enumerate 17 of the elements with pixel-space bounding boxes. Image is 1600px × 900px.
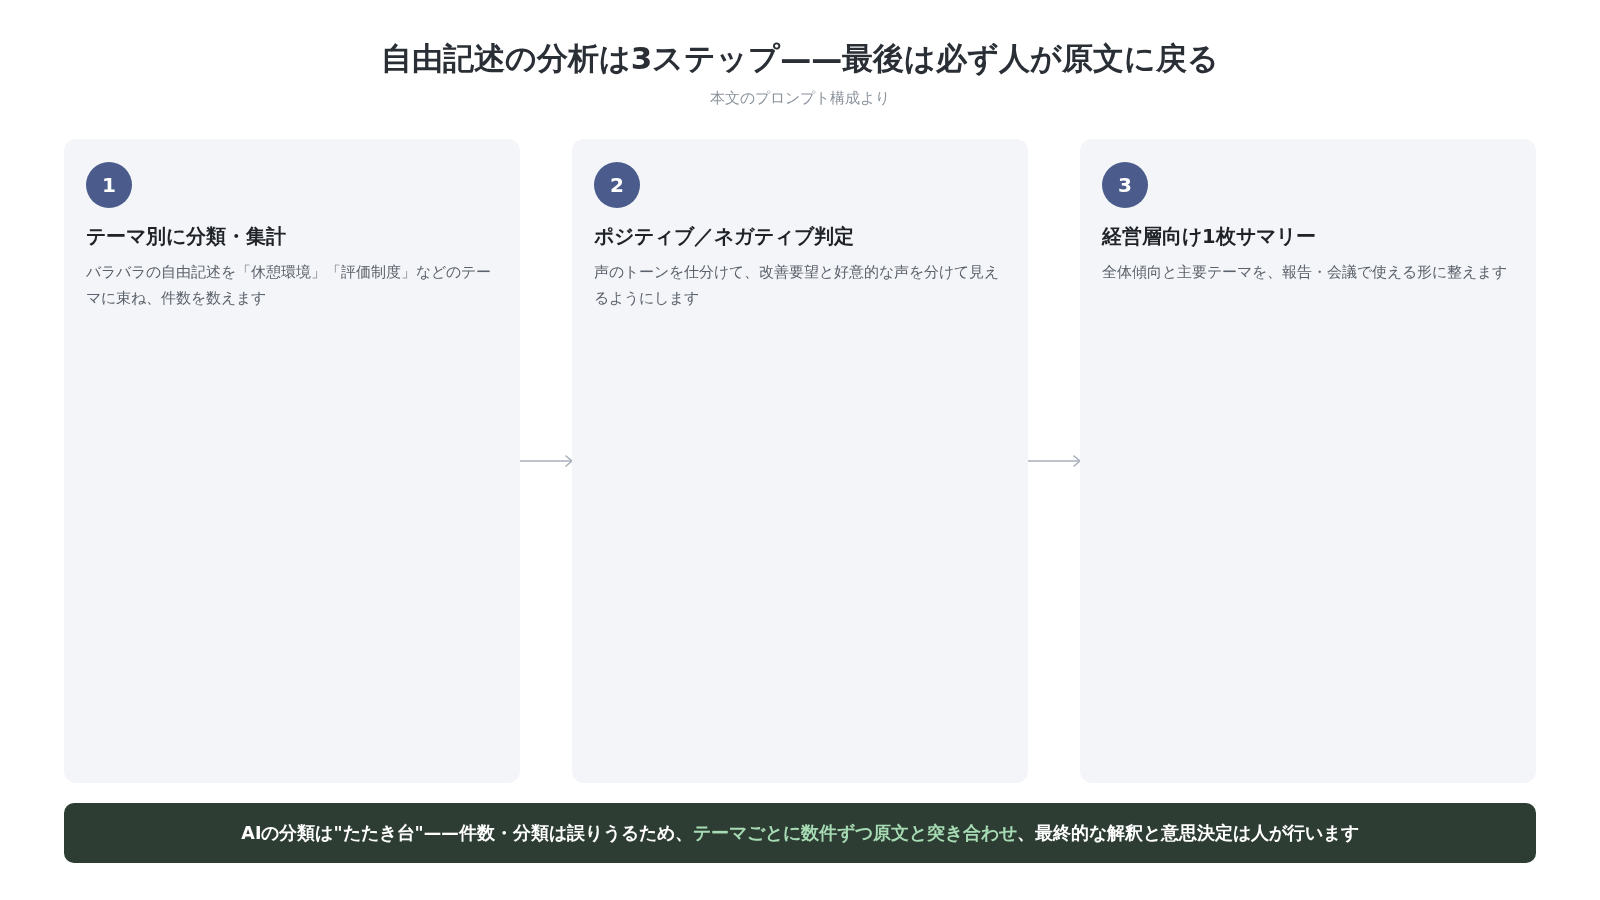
step-card [1080,139,1536,783]
step-description: バラバラの自由記述を「休憩環境」「評価制度」などのテーマに束ね、件数を数えます [86,262,492,308]
step-number-circle: 2 [594,162,640,208]
arrow [519,455,573,467]
step-card [572,139,1028,783]
note-banner: AIの分類は"たたき台"——件数・分類は誤りうるため、テーマごとに数件ずつ原文と突き合わせ、最終的な解釈と意思決定は人が行います [64,803,1536,863]
arrow [1027,455,1081,467]
step-description: 声のトーンを仕分けて、改善要望と好意的な声を分けて見えるようにします [594,262,1000,308]
step-heading: ポジティブ／ネガティブ判定 [594,224,854,250]
step-number-circle: 3 [1102,162,1148,208]
step-description: 全体傾向と主要テーマを、報告・会議で使える形に整えます [1102,262,1508,282]
title: 自由記述の分析は3ステップ——最後は必ず人が原文に戻る [380,39,1220,78]
step-card [64,139,520,783]
step-heading: 経営層向け1枚サマリー [1102,224,1316,250]
subtitle: 本文のプロンプト構成より [710,88,890,108]
step-heading: テーマ別に分類・集計 [86,224,286,250]
step-number-circle: 1 [86,162,132,208]
